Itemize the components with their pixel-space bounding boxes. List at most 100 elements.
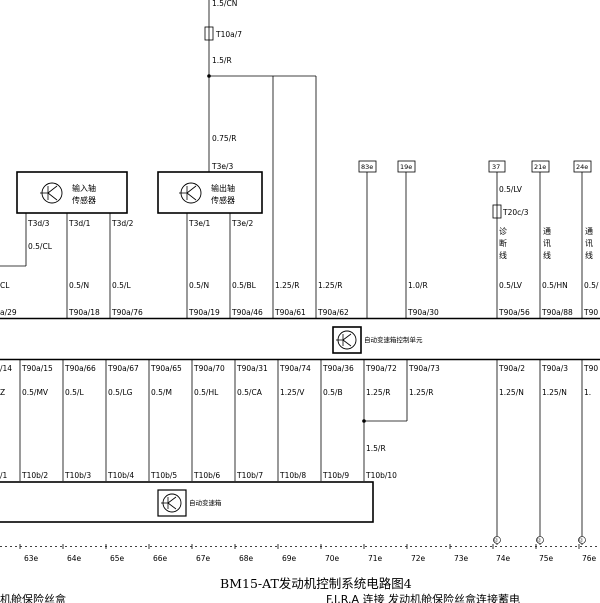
svg-text:19e: 19e [400, 163, 412, 171]
output-shaft-sensor: 输出轴 传感器 [157, 171, 263, 214]
scale-label: 74e [496, 554, 511, 563]
pin-label: T90a/61 [274, 308, 306, 317]
pin-label: T90a/73 [408, 364, 440, 373]
pin-label: T90 [583, 364, 598, 373]
diagram-title: BM15-AT发动机控制系统电路图4 [220, 576, 412, 591]
pin-label: T90a/56 [498, 308, 530, 317]
tag-24e: 24e [573, 160, 592, 173]
svg-text:21e: 21e [534, 163, 546, 171]
pin-label: T90a/70 [193, 364, 225, 373]
pin-label: T90a/46 [231, 308, 263, 317]
scale-label: 63e [24, 554, 39, 563]
ground-marker: ⑫ [493, 536, 501, 544]
pin-label: T10b/4 [107, 471, 134, 480]
gearbox-label: 自动变速箱 [189, 498, 222, 507]
tag-83e: 83e [358, 160, 377, 173]
comm-line-a-char-3: 线 [543, 250, 551, 260]
wire-label: 1.0/R [408, 281, 428, 290]
comm-line-b-char-3: 线 [585, 250, 593, 260]
pin-label: T90a/18 [68, 308, 100, 317]
pin-t3d2: T3d/2 [111, 219, 134, 228]
ground-marker: ⑫ [536, 536, 544, 544]
wire-label: 1. [584, 388, 591, 397]
wire-label: 0.5/M [151, 388, 172, 397]
sensor-icon [179, 182, 202, 204]
fuse-icon [204, 26, 214, 41]
scale-label: 68e [239, 554, 254, 563]
wire-label: 1.25/R [366, 388, 390, 397]
comm-line-b-char-1: 通 [585, 226, 593, 236]
pin-label: T90a/67 [107, 364, 139, 373]
pin-label: T90a/31 [236, 364, 268, 373]
scale-label: 66e [153, 554, 168, 563]
pin-label: T90a/88 [541, 308, 573, 317]
pin-label: T10b/2 [21, 471, 48, 480]
pin-label: T10b/6 [193, 471, 220, 480]
diag-line-char-1: 诊 [499, 226, 507, 236]
pin-label: T90a/2 [498, 364, 525, 373]
wire-label: 0.5/MV [22, 388, 49, 397]
ground-marker: ⑫ [578, 536, 586, 544]
wire-label-05lv-top: 0.5/LV [499, 185, 523, 194]
tag-37: 37 [488, 160, 506, 173]
wire-label-cl: CL [0, 281, 10, 290]
fuse-label-t10a7: T10a/7 [215, 30, 242, 39]
wire-label-05cl: 0.5/CL [28, 242, 53, 251]
input-sensor-name-2: 传感器 [72, 195, 96, 205]
wire-label-15r: 1.5/R [212, 56, 232, 65]
svg-text:⑫: ⑫ [493, 537, 498, 544]
wire-label-075r: 0.75/R [212, 134, 236, 143]
gearbox-box: 自动变速箱 [0, 481, 374, 523]
wire-label: 0.5/HN [542, 281, 568, 290]
wire-label: 0.5/B [323, 388, 343, 397]
pin-label: T90a/72 [365, 364, 397, 373]
pin-label: T10b/8 [279, 471, 306, 480]
wire-label: 1.25/V [280, 388, 305, 397]
wire-label: 0.5/N [189, 281, 209, 290]
scale-label: 71e [368, 554, 383, 563]
tcu-label: 自动变速箱控制单元 [364, 335, 423, 344]
output-sensor-name-1: 输出轴 [211, 183, 235, 193]
sensor-icon [157, 489, 187, 517]
pin-t3e2: T3e/2 [231, 219, 253, 228]
wire-label: 0.5/L [112, 281, 131, 290]
footer-right: F.I.R.A 连接 发动机舱保险丝盒连接蓄电 [326, 592, 520, 603]
pin-label: /1 [0, 471, 8, 480]
scale-label: 65e [110, 554, 125, 563]
wire-label: 0.5/HL [194, 388, 219, 397]
junction-dot [362, 419, 366, 423]
comm-line-b-char-2: 讯 [585, 239, 593, 248]
pin-label: T90a/36 [322, 364, 354, 373]
tag-19e: 19e [397, 160, 416, 173]
scale-label: 73e [454, 554, 469, 563]
wire-label: 1.25/N [499, 388, 524, 397]
wire-label: 0.5/ [584, 281, 599, 290]
wire-label: 0.5/N [69, 281, 89, 290]
pin-label: T90a/15 [21, 364, 53, 373]
svg-text:37: 37 [492, 163, 500, 171]
diag-line-char-3: 线 [499, 250, 507, 260]
svg-text:24e: 24e [576, 163, 588, 171]
pin-label: T90a/30 [407, 308, 439, 317]
pin-label: T90a/74 [279, 364, 311, 373]
scale-label: 76e [582, 554, 597, 563]
pin-t3d3: T3d/3 [27, 219, 50, 228]
pin-label: /14 [0, 364, 12, 373]
wire-label: 0.5/L [65, 388, 84, 397]
svg-text:⑫: ⑫ [578, 537, 583, 544]
wire-label: 0.5/LG [108, 388, 133, 397]
pin-label: T90a/62 [317, 308, 349, 317]
pin-label: T90a/65 [150, 364, 182, 373]
pin-label: T10b/9 [322, 471, 349, 480]
top-feed: 1.5/CN T10a/7 1.5/R 0.75/R T3e/3 [204, 0, 316, 172]
svg-text:83e: 83e [361, 163, 373, 171]
comm-line-a-char-1: 通 [543, 226, 551, 236]
diag-line-char-2: 断 [499, 238, 507, 248]
wire-label: 0.5/BL [232, 281, 257, 290]
fuse-icon [492, 204, 502, 219]
pin-label: a/29 [0, 308, 17, 317]
wire-label-15r-mid: 1.5/R [366, 444, 386, 453]
pin-label: T10b/5 [150, 471, 177, 480]
pin-t3e1: T3e/1 [188, 219, 210, 228]
input-sensor-name-1: 输入轴 [72, 183, 96, 193]
